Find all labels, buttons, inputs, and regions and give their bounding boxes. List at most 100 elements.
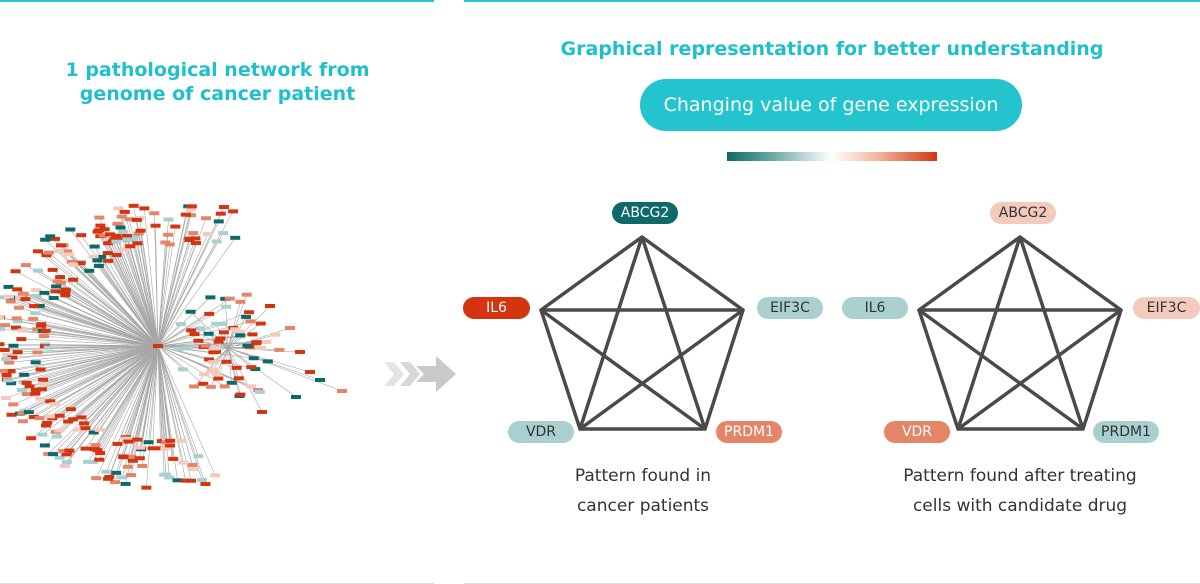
network-node <box>54 428 65 433</box>
network-node <box>175 322 186 327</box>
network-node <box>26 436 37 441</box>
network-node <box>51 284 62 289</box>
network-node <box>131 217 142 222</box>
network-node <box>54 249 65 254</box>
network-node <box>94 457 105 462</box>
network-node <box>163 232 174 237</box>
network-node <box>40 237 51 242</box>
network-node <box>17 419 28 424</box>
network-node <box>8 343 19 348</box>
network-node <box>262 359 273 364</box>
network-node <box>141 485 152 490</box>
network-node <box>89 244 100 249</box>
network-node <box>112 221 123 226</box>
network-node <box>159 472 170 477</box>
network-node <box>76 415 87 420</box>
network-node <box>17 328 28 333</box>
network-node <box>215 211 226 216</box>
network-node <box>245 319 256 324</box>
network-node <box>45 234 56 239</box>
network-node <box>0 323 11 328</box>
network-node <box>49 236 60 241</box>
network-node <box>60 290 71 295</box>
network-node <box>242 343 253 348</box>
network-node <box>98 233 109 238</box>
network-node <box>68 417 79 422</box>
network-node <box>84 268 95 273</box>
network-node <box>337 389 347 393</box>
pattern-2-gene-il6: IL6 <box>842 297 908 319</box>
network-node <box>119 247 130 252</box>
network-node <box>116 214 127 219</box>
network-node <box>218 231 229 236</box>
network-node <box>163 217 174 222</box>
network-node <box>60 287 71 292</box>
network-node <box>54 455 65 460</box>
network-node <box>64 252 75 257</box>
network-node <box>211 371 222 376</box>
network-node <box>103 258 114 263</box>
network-node <box>205 384 216 389</box>
network-node <box>38 377 49 382</box>
network-node <box>92 229 103 234</box>
network-node <box>119 209 130 214</box>
network-node <box>90 443 101 448</box>
network-node <box>315 378 325 382</box>
network-node <box>164 475 175 480</box>
network-node <box>235 392 246 397</box>
network-node <box>1 357 12 362</box>
network-node <box>35 367 46 372</box>
network-node <box>184 237 195 242</box>
network-node <box>68 277 79 282</box>
network-node <box>12 287 23 292</box>
network-node <box>208 350 219 355</box>
network-node <box>170 224 181 229</box>
network-node <box>35 324 46 329</box>
network-hub-node <box>153 344 163 348</box>
network-node <box>0 368 8 373</box>
network-title: 1 pathological network from genome of ca… <box>40 58 395 106</box>
network-node <box>199 372 210 377</box>
network-node <box>32 350 43 355</box>
network-node <box>52 279 63 284</box>
network-node <box>1 395 12 400</box>
network-node <box>128 203 139 208</box>
network-node <box>72 427 83 432</box>
network-node <box>291 395 301 399</box>
network-node <box>94 215 105 220</box>
network-node <box>34 303 45 308</box>
network-node <box>61 460 72 465</box>
pattern-1-caption-line2: cancer patients <box>576 496 710 516</box>
network-node <box>165 443 176 448</box>
network-node <box>117 475 128 480</box>
network-node <box>187 462 198 467</box>
network-node <box>176 438 187 443</box>
network-node <box>235 299 246 304</box>
network-node <box>4 360 15 365</box>
network-node <box>15 295 26 300</box>
network-node <box>125 244 136 249</box>
network-node <box>92 258 103 263</box>
network-node <box>29 304 40 309</box>
network-node <box>134 215 145 220</box>
network-node <box>254 389 265 394</box>
gene-expression-legend-pill: Changing value of gene expression <box>640 79 1022 131</box>
network-node <box>235 333 246 338</box>
network-node <box>118 455 129 460</box>
network-node <box>135 228 146 233</box>
pattern-2-gene-abcg2: ABCG2 <box>990 202 1056 224</box>
network-node <box>147 446 158 451</box>
network-node <box>6 412 17 417</box>
network-node <box>111 233 122 238</box>
network-node <box>112 441 123 446</box>
network-node <box>213 376 224 381</box>
network-node <box>248 356 259 361</box>
network-node <box>17 411 28 416</box>
network-node <box>122 464 133 469</box>
network-node <box>135 445 146 450</box>
network-node <box>193 454 204 459</box>
network-node <box>165 438 176 443</box>
network-node <box>40 423 51 428</box>
network-node <box>110 480 121 485</box>
graphical-representation-title: Graphical representation for better unde… <box>560 38 1104 60</box>
